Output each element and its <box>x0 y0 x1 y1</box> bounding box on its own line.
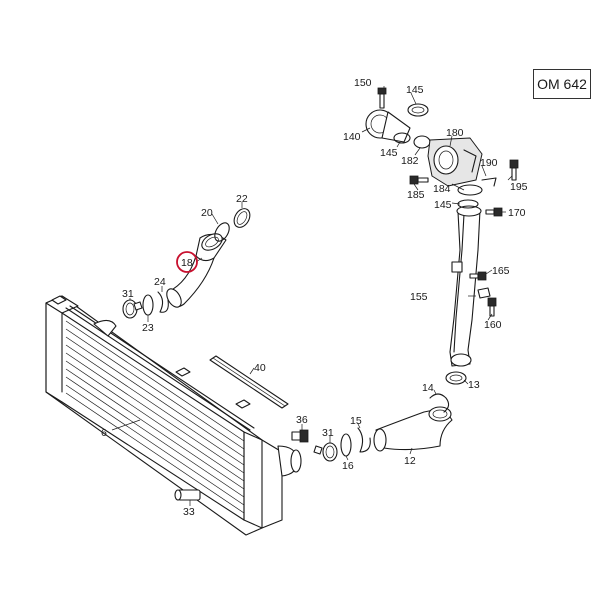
callout-13[interactable]: 13 <box>468 379 480 391</box>
callout-170[interactable]: 170 <box>508 207 526 219</box>
callout-145[interactable]: 145 <box>406 84 424 96</box>
callout-31[interactable]: 31 <box>122 288 134 300</box>
spring-clip-24[interactable] <box>157 291 169 313</box>
hose-clamp-31-right[interactable] <box>313 442 338 462</box>
o-ring-145-a[interactable] <box>407 103 429 117</box>
leader-lines <box>111 86 513 506</box>
callout-labels: 150 145 140 145 182 180 185 184 190 195 … <box>101 77 528 518</box>
callout-16[interactable]: 16 <box>342 460 354 472</box>
seal-182[interactable] <box>413 135 431 149</box>
o-ring-13[interactable] <box>445 371 467 385</box>
callout-12[interactable]: 12 <box>404 455 416 467</box>
callout-15[interactable]: 15 <box>350 415 362 427</box>
callout-18[interactable]: 18 <box>181 257 193 269</box>
o-ring-16[interactable] <box>340 433 352 457</box>
callout-182[interactable]: 182 <box>401 155 419 167</box>
bolt-170[interactable] <box>485 207 503 217</box>
callout-6[interactable]: 6 <box>101 427 107 439</box>
callout-195[interactable]: 195 <box>510 181 528 193</box>
callout-24[interactable]: 24 <box>154 276 166 288</box>
bolt-160[interactable] <box>487 297 497 317</box>
charge-air-hose-18[interactable] <box>164 230 227 309</box>
hose-clamp-31-left[interactable] <box>122 299 143 319</box>
callout-36[interactable]: 36 <box>296 414 308 426</box>
callout-33[interactable]: 33 <box>183 506 195 518</box>
callout-145[interactable]: 145 <box>380 147 398 159</box>
callout-185[interactable]: 185 <box>407 189 425 201</box>
spring-clip-15[interactable] <box>357 427 371 453</box>
o-ring-23[interactable] <box>142 294 154 316</box>
callout-14[interactable]: 14 <box>422 382 434 394</box>
callout-23[interactable]: 23 <box>142 322 154 334</box>
callout-20[interactable]: 20 <box>201 207 213 219</box>
callout-165[interactable]: 165 <box>492 265 510 277</box>
clamp-14[interactable] <box>429 393 450 413</box>
throttle-housing-180[interactable] <box>427 137 483 187</box>
callout-22[interactable]: 22 <box>236 193 248 205</box>
callout-145[interactable]: 145 <box>434 199 452 211</box>
rubber-mount-33[interactable] <box>174 489 201 501</box>
callout-40[interactable]: 40 <box>254 362 266 374</box>
bolt-195[interactable] <box>509 159 519 181</box>
callout-190[interactable]: 190 <box>480 157 498 169</box>
charge-air-pipe-155[interactable] <box>449 205 491 367</box>
seal-184[interactable] <box>457 184 483 196</box>
bolt-36[interactable] <box>291 429 309 443</box>
charge-air-hose-12[interactable] <box>373 406 453 452</box>
intercooler[interactable] <box>45 295 302 536</box>
callout-31[interactable]: 31 <box>322 427 334 439</box>
callout-180[interactable]: 180 <box>446 127 464 139</box>
clamp-20[interactable] <box>212 220 232 243</box>
clip-190[interactable] <box>481 177 497 187</box>
bolt-165[interactable] <box>469 271 487 281</box>
callout-155[interactable]: 155 <box>410 291 428 303</box>
o-ring-145-b[interactable] <box>393 132 411 144</box>
callout-160[interactable]: 160 <box>484 319 502 331</box>
o-ring-22[interactable] <box>231 206 253 230</box>
bolt-185[interactable] <box>409 175 429 185</box>
callout-140[interactable]: 140 <box>343 131 361 143</box>
bolt-150[interactable] <box>377 87 387 109</box>
connector-140[interactable] <box>365 109 411 143</box>
callout-150[interactable]: 150 <box>354 77 372 89</box>
callout-184[interactable]: 184 <box>433 183 451 195</box>
highlight-ring-part-18 <box>176 251 198 273</box>
engine-model-label: OM 642 <box>533 69 591 99</box>
